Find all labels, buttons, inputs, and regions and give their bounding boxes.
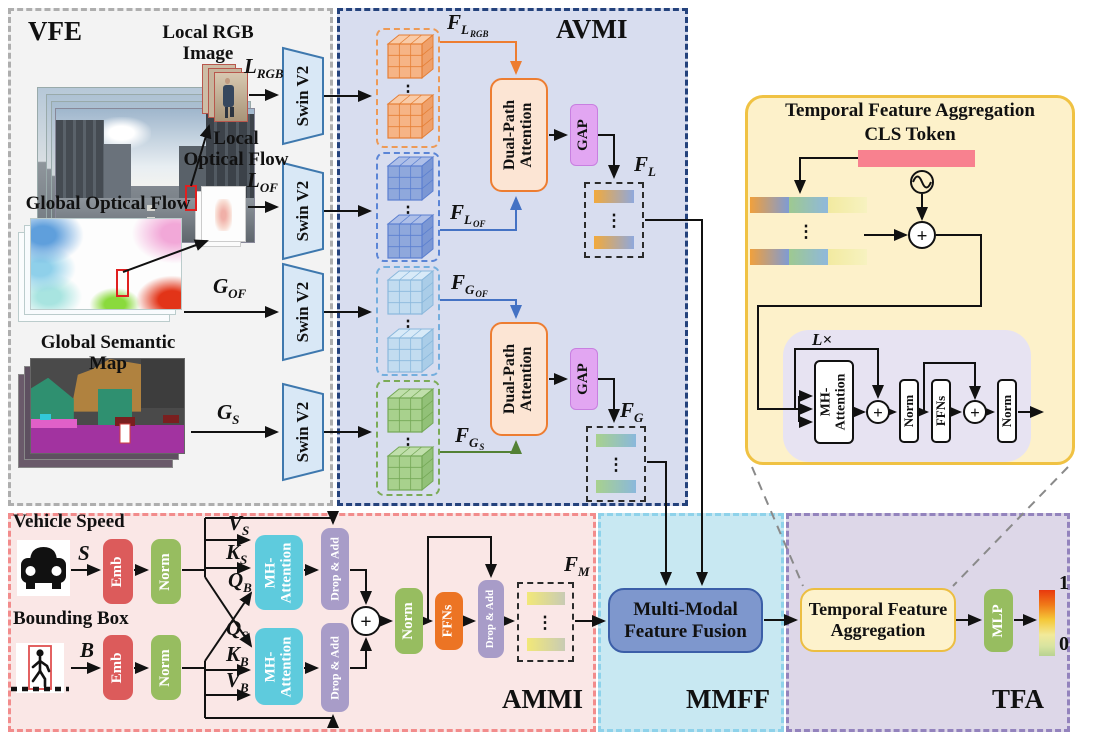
risk-colorbar [1039, 590, 1055, 656]
feature-bar [596, 480, 636, 493]
l-rgb-label: LRGB [244, 54, 284, 81]
swin-v2-encoder: Swin V2 [293, 180, 313, 242]
drop-add-block: Drop & Add [321, 528, 349, 610]
emb-block: Emb [103, 539, 133, 604]
g-s-label: GS [217, 400, 240, 427]
feature-bar [527, 592, 565, 605]
f-g-label: FG [620, 398, 644, 425]
f-l-of-label: FLOF [450, 200, 486, 229]
emb-block: Emb [103, 635, 133, 700]
vehicle-speed-title: Vehicle Speed [13, 511, 125, 532]
global-flow-image [30, 218, 182, 310]
cls-token-bar [858, 150, 975, 167]
gap-block: GAP [570, 348, 598, 410]
mlp-block: MLP [984, 589, 1013, 652]
semantic-feature-group [376, 380, 440, 496]
feature-bar [596, 434, 636, 447]
semantic-image [30, 358, 185, 454]
token-sequence-bar [750, 197, 867, 213]
k-b-label: KB [226, 642, 249, 669]
ffns-block: FFNs [435, 592, 463, 650]
mmff-label: MMFF [686, 684, 770, 714]
token-sequence-bar [750, 249, 867, 265]
f-m-label: FM [564, 552, 590, 579]
cls-token-title: CLS Token [864, 124, 956, 145]
f-l-label: FL [634, 152, 656, 179]
rgb-crop-image [214, 72, 248, 122]
norm-block: Norm [151, 635, 181, 700]
swin-v2-encoder: Swin V2 [293, 401, 313, 463]
swin-v2-encoder: Swin V2 [293, 281, 313, 343]
feature-bar [594, 236, 634, 249]
drop-add-block: Drop & Add [478, 580, 504, 658]
ammi-label: AMMI [502, 684, 583, 714]
l-of-label: LOF [247, 168, 278, 195]
norm-block: Norm [997, 379, 1017, 443]
f-g-of-label: FGOF [451, 270, 488, 299]
q-b-label: QB [228, 568, 252, 595]
ffns-block: FFNs [931, 379, 951, 443]
rgb-feature-group [376, 28, 440, 148]
repeat-count-label: L× [812, 330, 833, 349]
k-s-label: KS [226, 540, 248, 567]
local-feature-box [584, 182, 644, 258]
bbox-label: B [80, 638, 95, 662]
drop-add-block: Drop & Add [321, 623, 349, 712]
global-flow-feature-group [376, 266, 440, 376]
f-l-rgb-label: FLRGB [447, 10, 489, 39]
bounding-box-title: Bounding Box [13, 608, 129, 629]
v-s-label: VS [228, 511, 250, 538]
global-of-title: Global Optical Flow [25, 193, 191, 214]
gap-block: GAP [570, 104, 598, 166]
f-g-s-label: FGS [455, 423, 485, 452]
norm-block: Norm [899, 379, 919, 443]
mh-attention-block: MH-Attention [255, 628, 303, 705]
local-flow-image [201, 186, 246, 242]
norm-block: Norm [395, 588, 423, 654]
tfa-label: TFA [992, 684, 1044, 714]
vfe-label: VFE [28, 16, 82, 46]
detail-title: Temporal Feature Aggregation [785, 100, 1035, 121]
motion-feature-box [517, 582, 574, 662]
g-of-label: GOF [213, 274, 247, 301]
mh-attention-block: MH-Attention [255, 535, 303, 610]
q-s-label: QS [226, 616, 249, 643]
mh-attention-block: MH-Attention [814, 360, 854, 444]
norm-block: Norm [151, 539, 181, 604]
speed-label: S [78, 541, 90, 565]
local-flow-feature-group [376, 152, 440, 262]
scale-min: 0 [1059, 633, 1069, 655]
avmi-label: AVMI [556, 14, 628, 44]
dashcam-image [55, 108, 255, 243]
feature-bar [527, 638, 565, 651]
v-b-label: VB [226, 668, 249, 695]
scale-max: 1 [1059, 572, 1069, 594]
global-semantic-title: Global Semantic Map [40, 332, 176, 375]
feature-bar [594, 190, 634, 203]
